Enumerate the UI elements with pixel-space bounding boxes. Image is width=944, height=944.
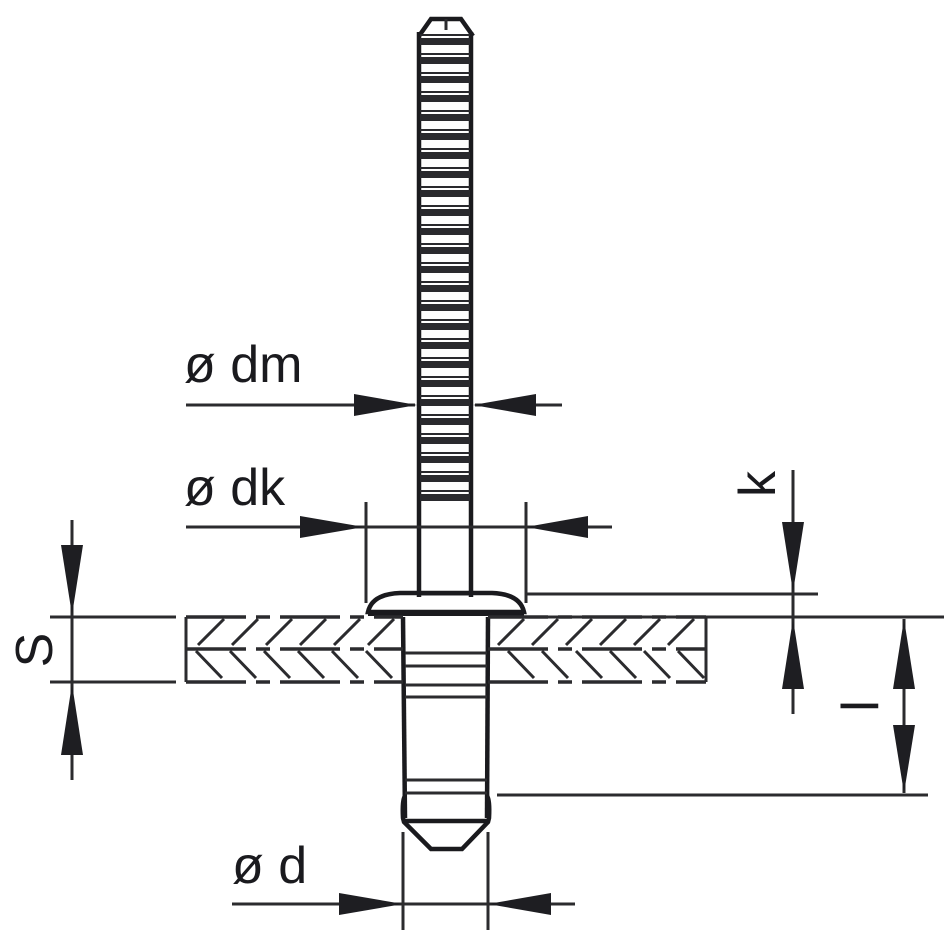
label-dk: ø dk bbox=[184, 459, 286, 517]
label-l: l bbox=[832, 700, 890, 712]
material-plates bbox=[184, 615, 708, 684]
mandrel-ribs bbox=[419, 34, 471, 596]
label-dm: ø dm bbox=[184, 336, 302, 394]
dimension-l: l bbox=[497, 619, 928, 797]
label-d: ø d bbox=[232, 837, 307, 895]
label-s: S bbox=[6, 633, 64, 668]
mandrel bbox=[416, 16, 475, 597]
label-k: k bbox=[729, 470, 787, 497]
dimension-dm: ø dm bbox=[184, 336, 562, 416]
hatching bbox=[194, 617, 706, 680]
dimension-dk: ø dk bbox=[184, 459, 612, 603]
rivet-head bbox=[365, 590, 527, 616]
dimension-d: ø d bbox=[232, 832, 575, 930]
dimension-s: S bbox=[6, 520, 176, 780]
rivet-sleeve bbox=[400, 616, 492, 852]
dimension-k: k bbox=[497, 470, 944, 714]
